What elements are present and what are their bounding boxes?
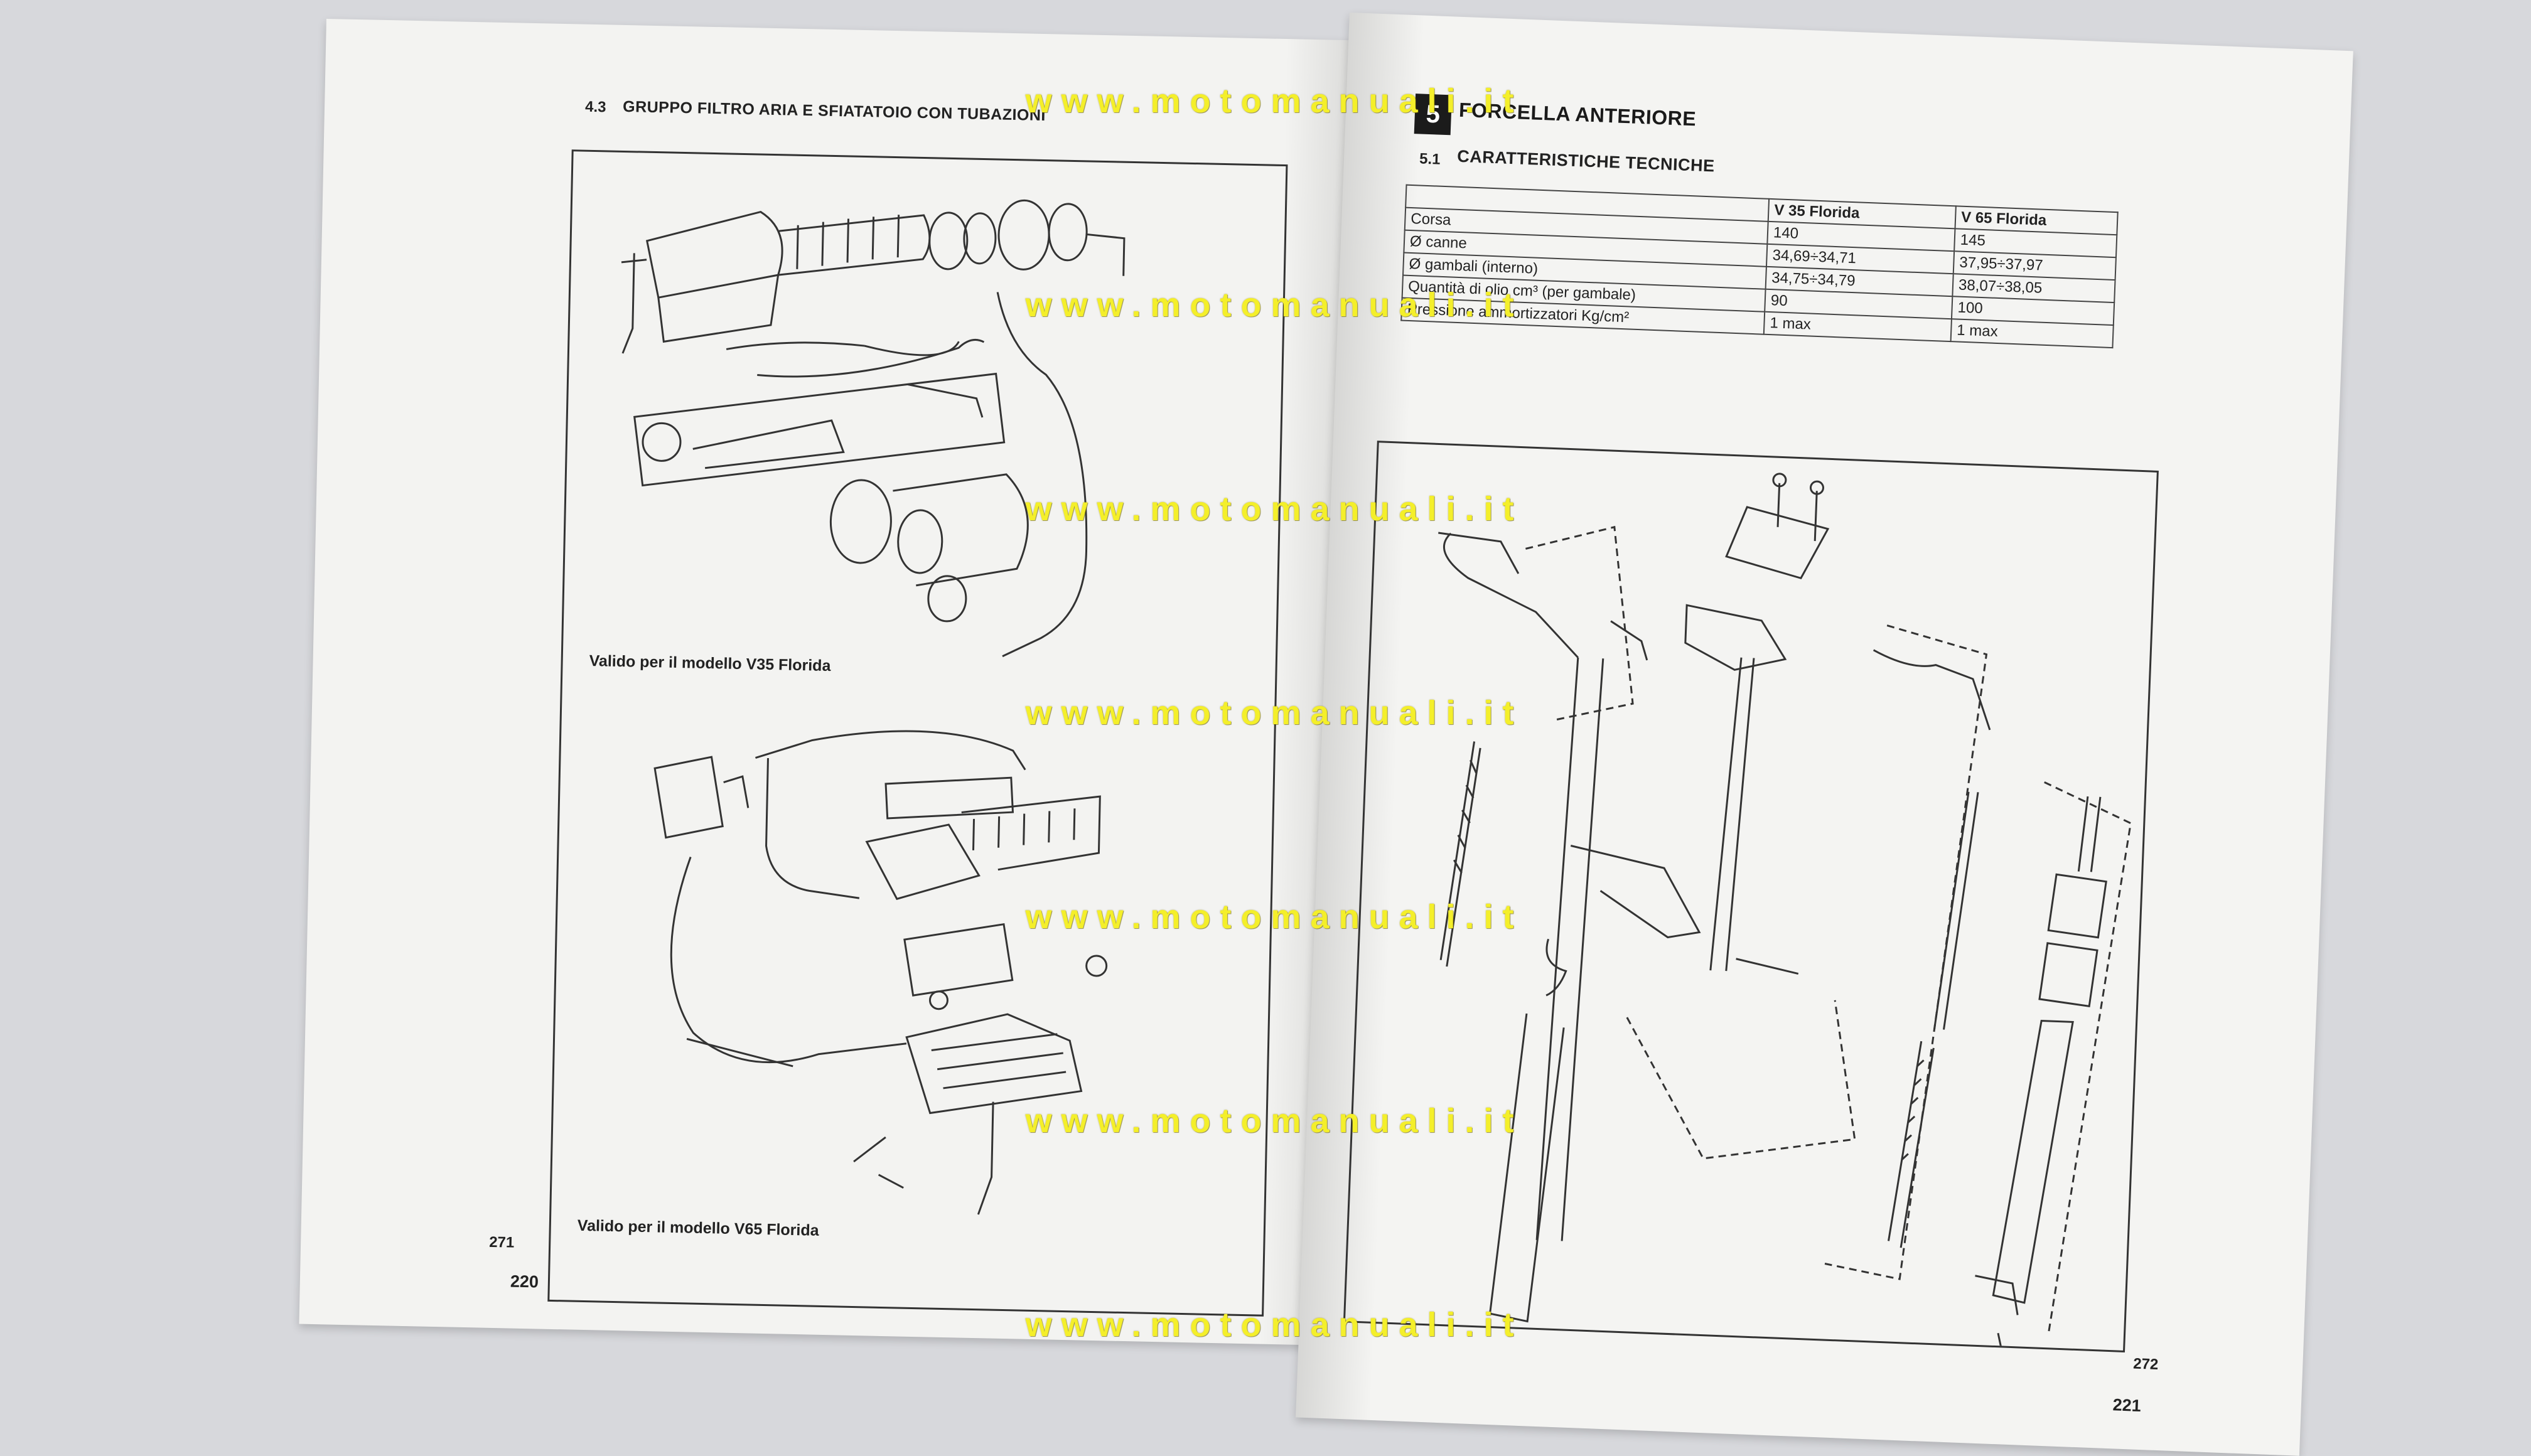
front-fork-exploded-diagram <box>1438 473 2132 1359</box>
photo-scene: 4.3 GRUPPO FILTRO ARIA E SFIATATOIO CON … <box>0 0 2531 1423</box>
watermark-5: www.motomanuali.it <box>1025 898 1523 936</box>
watermark-1: www.motomanuali.it <box>1025 82 1523 120</box>
left-page-number-inner: 271 <box>488 1233 515 1251</box>
watermark-2: www.motomanuali.it <box>1025 286 1523 324</box>
right-page-number: 221 <box>2112 1395 2142 1416</box>
watermark-4: www.motomanuali.it <box>1025 694 1523 732</box>
right-page: 5 FORCELLA ANTERIORE 5.1 CARATTERISTICHE… <box>1296 13 2353 1456</box>
air-filter-exploded-diagram <box>621 199 1126 1215</box>
left-section-title: GRUPPO FILTRO ARIA E SFIATATOIO CON TUBA… <box>622 97 1046 125</box>
watermark-6: www.motomanuali.it <box>1025 1102 1523 1140</box>
fork-diagram-frame <box>1343 441 2159 1359</box>
left-page-number: 220 <box>510 1271 539 1292</box>
right-section-number: 5.1 <box>1419 150 1441 168</box>
right-page-number-inner: 272 <box>2132 1355 2159 1374</box>
watermark-7: www.motomanuali.it <box>1025 1306 1523 1344</box>
watermark-3: www.motomanuali.it <box>1025 490 1523 528</box>
right-section-title: CARATTERISTICHE TECNICHE <box>1456 146 1716 176</box>
left-page: 4.3 GRUPPO FILTRO ARIA E SFIATATOIO CON … <box>299 19 1356 1346</box>
parts-diagram-frame <box>547 149 1288 1317</box>
left-section-number: 4.3 <box>584 98 606 116</box>
